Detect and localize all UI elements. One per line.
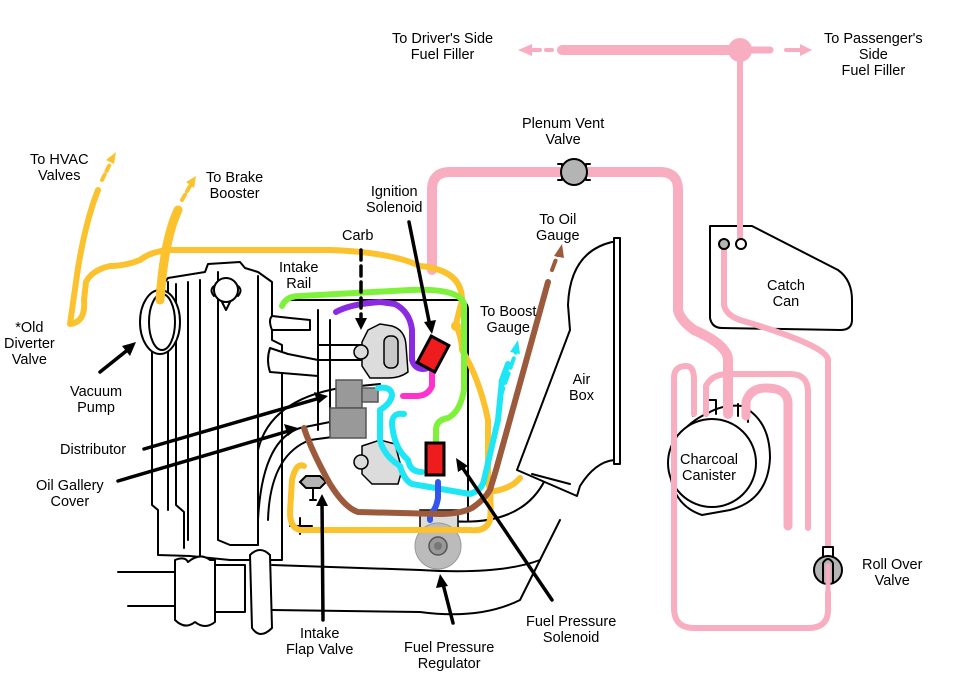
label-catch-can: Catch Can xyxy=(767,278,805,310)
fuel-pressure-solenoid xyxy=(424,441,446,477)
label-carb: Carb xyxy=(342,228,374,244)
label-oil-gallery-cover: Oil Gallery Cover xyxy=(36,478,104,510)
label-boost-gauge: To Boost Gauge xyxy=(480,304,537,336)
label-charcoal-canister: Charcoal Canister xyxy=(680,452,739,484)
pointer-arrows xyxy=(98,220,554,625)
ignition-solenoid xyxy=(415,334,451,374)
label-roll-over-valve: Roll Over Valve xyxy=(862,557,923,589)
plenum-vent-valve xyxy=(557,158,591,186)
label-air-box: Air Box xyxy=(569,372,594,404)
label-vacuum-pump: Vacuum Pump xyxy=(70,384,123,416)
vacuum-pump xyxy=(139,289,181,355)
label-fuel-pressure-regulator: Fuel Pressure Regulator xyxy=(404,640,495,672)
label-intake-flap-valve: Intake Flap Valve xyxy=(286,626,354,658)
label-old-diverter-valve: *Old Diverter Valve xyxy=(4,320,55,368)
engine-block xyxy=(117,261,581,635)
label-fuel-pressure-solenoid: Fuel Pressure Solenoid xyxy=(526,614,617,646)
charcoal-canister xyxy=(667,399,771,516)
fuel-filler-tee xyxy=(728,38,752,62)
label-plenum-vent-valve: Plenum Vent Valve xyxy=(522,116,605,148)
carb xyxy=(353,323,409,379)
label-ignition-solenoid: Ignition Solenoid xyxy=(366,184,423,216)
distributor xyxy=(329,379,379,439)
label-passengers-side-fuel-filler: To Passenger's Side Fuel Filler xyxy=(824,31,923,79)
air-box xyxy=(516,237,621,497)
label-oil-gauge: To Oil Gauge xyxy=(536,212,580,244)
label-intake-rail: Intake Rail xyxy=(279,260,319,292)
fuel-pressure-regulator xyxy=(414,509,462,570)
label-drivers-side-fuel-filler: To Driver's Side Fuel Filler xyxy=(392,31,494,63)
label-hvac-valves: To HVAC Valves xyxy=(30,152,89,184)
label-brake-booster: To Brake Booster xyxy=(206,170,264,202)
catch-can-port-left xyxy=(718,238,730,250)
vapor-hoses xyxy=(427,38,831,631)
catch-can-port-right xyxy=(735,238,747,250)
roll-over-valve xyxy=(813,546,843,593)
label-distributor: Distributor xyxy=(60,442,127,458)
catch-can xyxy=(709,225,853,331)
